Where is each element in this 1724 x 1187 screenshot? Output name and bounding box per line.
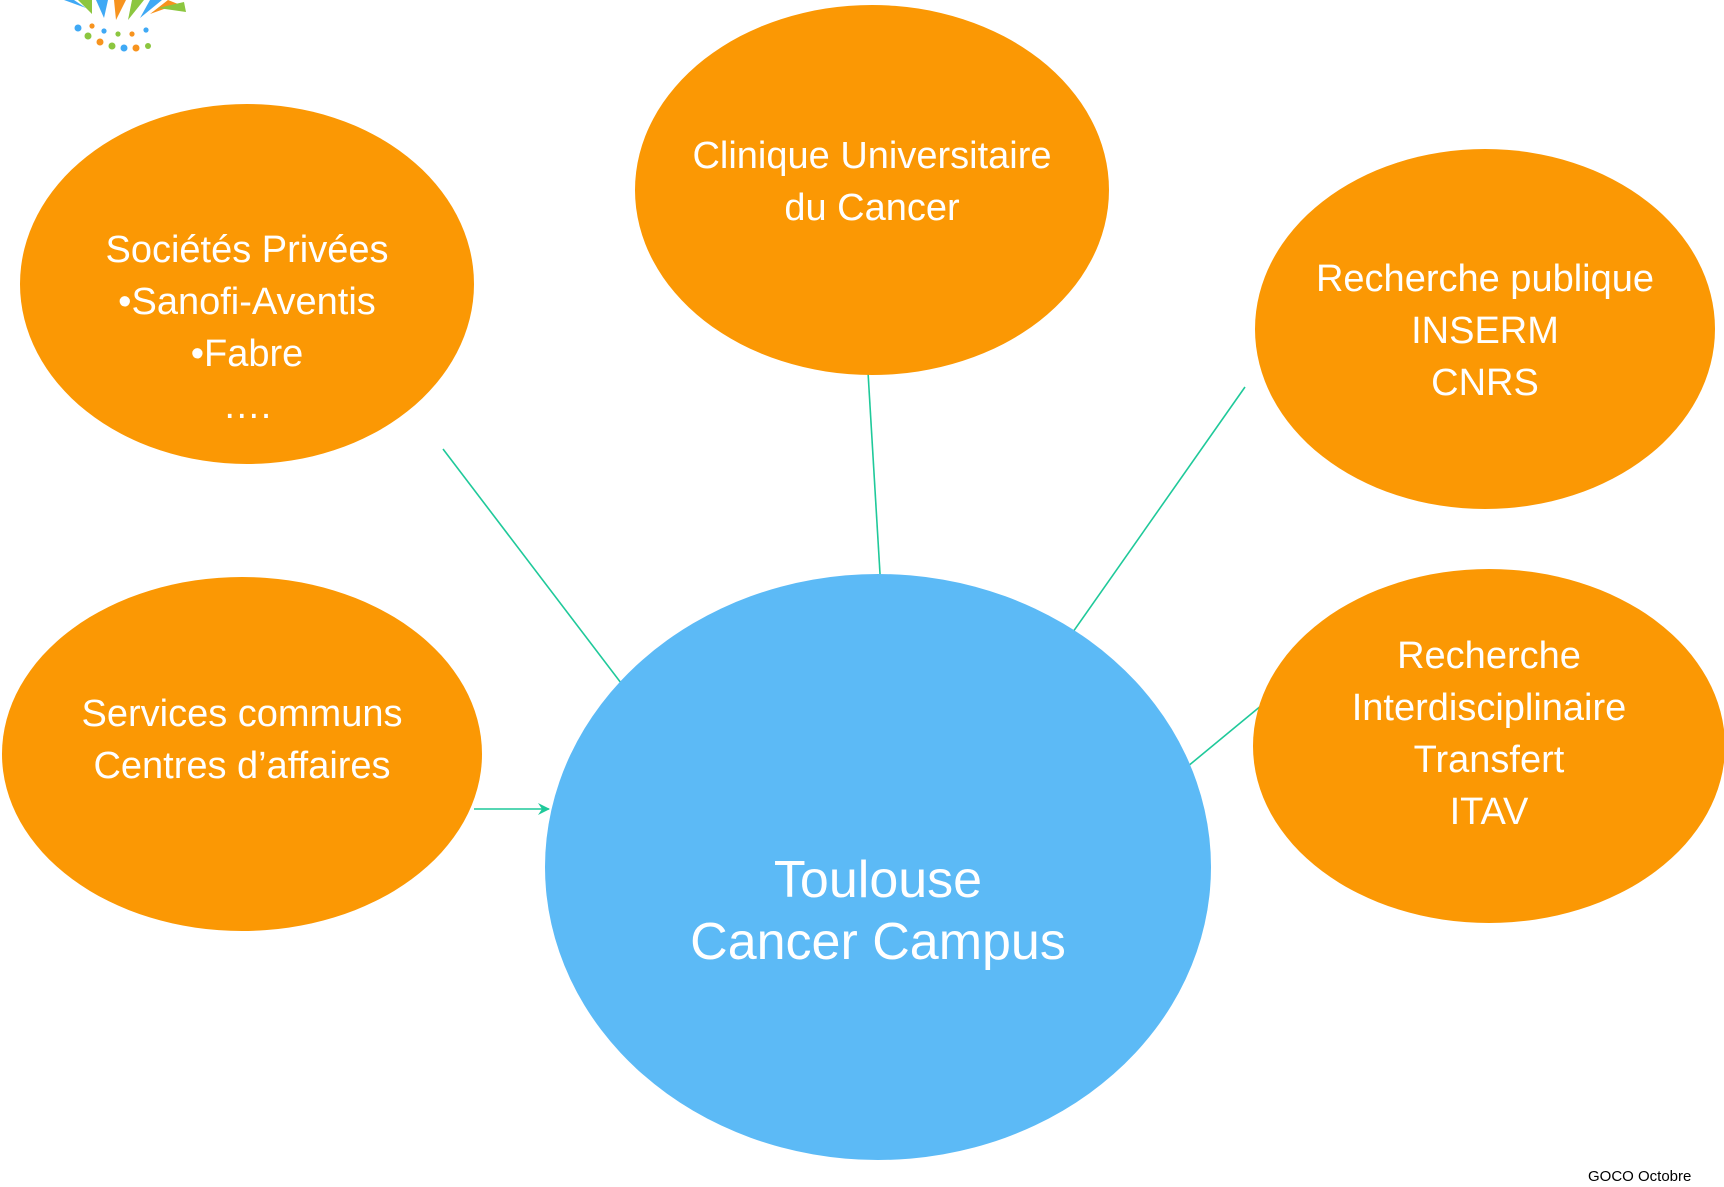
- node-ellipse: [20, 104, 474, 464]
- node-ellipse: [635, 5, 1109, 375]
- node-label-line: Transfert: [1414, 739, 1565, 781]
- node-label-line: Services communs: [82, 693, 403, 735]
- node-ellipse: [1255, 149, 1715, 509]
- node-label-line: du Cancer: [784, 187, 960, 229]
- node-label-line: ITAV: [1450, 791, 1529, 833]
- sunburst-logo-icon: [64, 0, 186, 52]
- node-label-line: •Fabre: [191, 333, 304, 375]
- arrow-recherche_publique-to-center: [1053, 386, 1246, 660]
- node-ellipse: [1253, 569, 1724, 923]
- node-label-line: Sociétés Privées: [105, 229, 388, 271]
- node-ellipse: [545, 574, 1211, 1160]
- node-label-line: ….: [223, 385, 272, 427]
- node-label-line: Interdisciplinaire: [1352, 687, 1627, 729]
- node-label-line: Recherche publique: [1316, 258, 1654, 300]
- node-ellipse: [2, 577, 482, 931]
- arrow-societes-to-center: [442, 448, 638, 705]
- footer-text: GOCO Octobre: [1588, 1168, 1692, 1185]
- node-label-line: INSERM: [1411, 310, 1559, 352]
- node-label-line: Toulouse: [774, 851, 982, 909]
- node-label-line: CNRS: [1431, 362, 1539, 404]
- node-label-line: Clinique Universitaire: [692, 135, 1051, 177]
- node-label-line: •Sanofi-Aventis: [118, 281, 376, 323]
- node-label-line: Cancer Campus: [690, 913, 1066, 971]
- node-clinique: Clinique Universitaire du Cancer: [635, 5, 1109, 375]
- node-label-line: Recherche: [1397, 635, 1581, 677]
- node-societes: Sociétés Privées •Sanofi-Aventis •Fabre ….: [20, 104, 474, 464]
- node-label-line: Centres d’affaires: [93, 745, 390, 787]
